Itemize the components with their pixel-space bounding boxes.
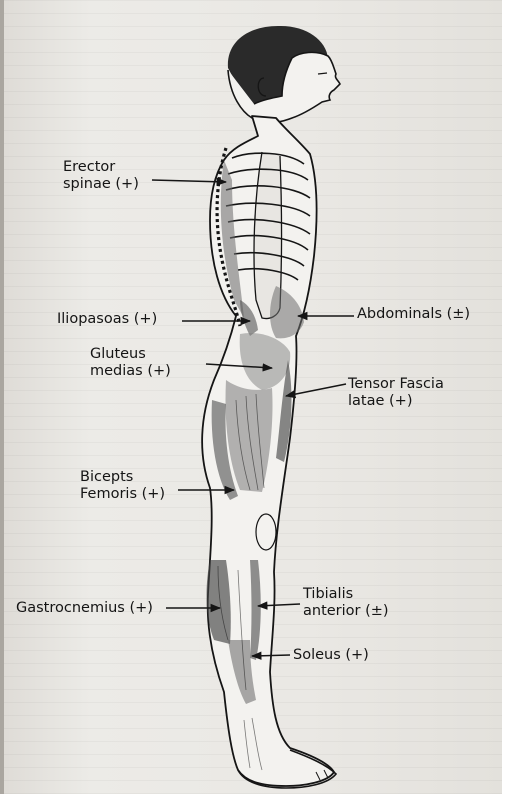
label-gluteus-line1: Gluteus <box>90 346 171 363</box>
label-gluteus: Gluteus medias (+) <box>90 346 171 380</box>
label-soleus-line1: Soleus (+) <box>293 647 369 664</box>
label-abdominals: Abdominals (±) <box>357 306 470 323</box>
label-iliopsoas: Iliopasoas (+) <box>57 311 157 328</box>
label-biceps-line2: Femoris (+) <box>80 486 165 503</box>
label-tensor-line1: Tensor Fascia <box>348 376 444 393</box>
label-biceps-femoris: Bicepts Femoris (+) <box>80 469 165 503</box>
arrow-soleus <box>252 655 290 656</box>
label-tibialis-line1: Tibialis <box>303 586 389 603</box>
label-erector-line1: Erector <box>63 159 139 176</box>
label-erector-spinae: Erector spinae (+) <box>63 159 139 193</box>
label-gluteus-line2: medias (+) <box>90 363 171 380</box>
label-abdominals-line1: Abdominals (±) <box>357 306 470 323</box>
label-gastrocnemius-line1: Gastrocnemius (+) <box>16 600 153 617</box>
knee <box>256 514 276 550</box>
label-biceps-line1: Bicepts <box>80 469 165 486</box>
label-tensor-fascia: Tensor Fascia latae (+) <box>348 376 444 410</box>
label-erector-line2: spinae (+) <box>63 176 139 193</box>
label-tibialis: Tibialis anterior (±) <box>303 586 389 620</box>
label-iliopsoas-line1: Iliopasoas (+) <box>57 311 157 328</box>
label-tibialis-line2: anterior (±) <box>303 603 389 620</box>
label-soleus: Soleus (+) <box>293 647 369 664</box>
label-tensor-line2: latae (+) <box>348 393 444 410</box>
label-gastrocnemius: Gastrocnemius (+) <box>16 600 153 617</box>
